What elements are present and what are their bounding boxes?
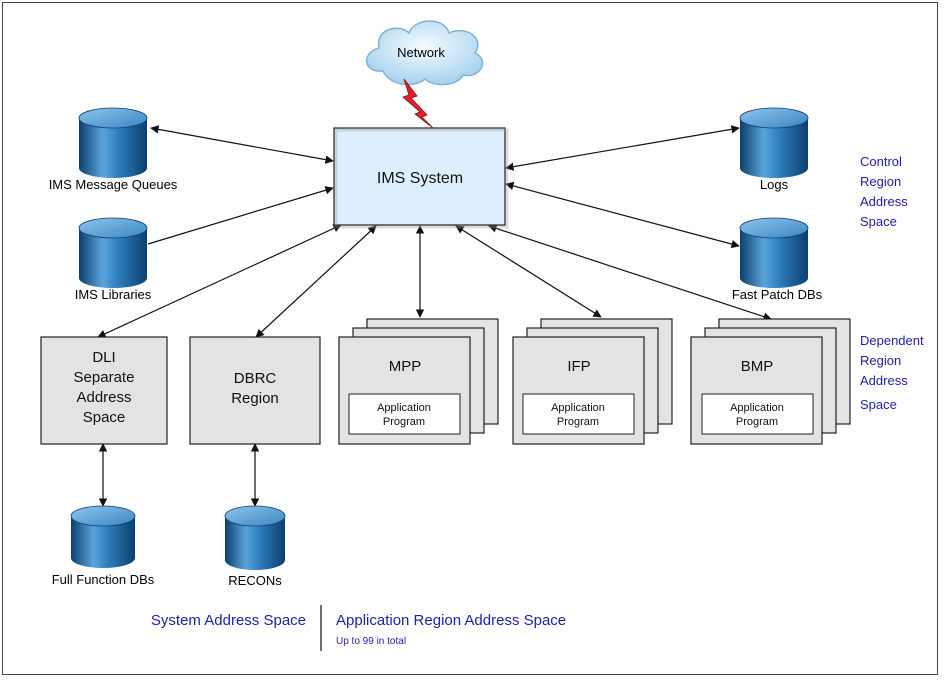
mpp-app-label-1: Application: [377, 402, 431, 414]
bmp-app-label-2: Program: [736, 416, 778, 428]
dli-label-line-3: Address: [76, 389, 131, 406]
libraries-label: IMS Libraries: [75, 287, 152, 302]
control-label-2: Region: [860, 174, 901, 189]
bmp-app-label-1: Application: [730, 402, 784, 414]
mpp-region-stack: MPP Application Program: [338, 318, 499, 445]
network-cloud: Network: [366, 20, 484, 86]
control-label-3: Address: [860, 194, 908, 209]
full-function-label: Full Function DBs: [52, 572, 155, 587]
ims-system-box: IMS System: [333, 127, 509, 229]
arrow-bmp: [488, 224, 772, 321]
bmp-label: BMP: [741, 358, 774, 375]
dli-label-line-4: Space: [83, 409, 126, 426]
dependent-region-label: Dependent Region Address Space: [860, 333, 924, 412]
ifp-app-label-1: Application: [551, 402, 605, 414]
message-queues-label: IMS Message Queues: [49, 177, 178, 192]
message-queues-cylinder-icon: [78, 107, 148, 178]
ifp-app-label-2: Program: [557, 416, 599, 428]
dbrc-region-box: DBRC Region: [189, 336, 321, 445]
control-region-label: Control Region Address Space: [860, 154, 908, 229]
dbrc-label-line-1: DBRC: [234, 370, 277, 387]
bmp-region-stack: BMP Application Program: [690, 318, 851, 445]
dependent-label-4: Space: [860, 397, 897, 412]
system-address-space-label: System Address Space: [151, 612, 306, 629]
ims-architecture-diagram: Network IMS System IMS Message Queues IM…: [40, 20, 924, 651]
full-function-cylinder-icon: [70, 505, 136, 568]
dli-label-line-2: Separate: [74, 369, 135, 386]
application-address-space-label: Application Region Address Space: [336, 612, 566, 629]
footer-legend: System Address Space Application Region …: [151, 605, 566, 651]
fast-path-label: Fast Patch DBs: [732, 287, 823, 302]
ifp-label: IFP: [567, 358, 590, 375]
dli-label-line-1: DLI: [92, 349, 115, 366]
dependent-label-3: Address: [860, 373, 908, 388]
logs-label: Logs: [760, 177, 789, 192]
fast-path-cylinder-icon: [739, 217, 809, 288]
dli-region-box: DLI Separate Address Space: [40, 336, 168, 445]
arrow-fast-path: [505, 181, 740, 249]
arrow-libraries: [147, 186, 334, 245]
dependent-label-1: Dependent: [860, 333, 924, 348]
application-note: Up to 99 in total: [336, 636, 406, 647]
recons-cylinder-icon: [224, 505, 286, 570]
network-label: Network: [397, 45, 445, 60]
lightning-bolt-icon: [402, 78, 434, 129]
logs-cylinder-icon: [739, 107, 809, 178]
arrow-dbrc: [255, 225, 377, 338]
arrow-message-queues: [150, 125, 334, 164]
mpp-label: MPP: [389, 358, 422, 375]
libraries-cylinder-icon: [78, 217, 148, 288]
connection-arrows: [97, 125, 772, 507]
ims-system-label: IMS System: [377, 170, 463, 187]
dbrc-label-line-2: Region: [231, 390, 279, 407]
recons-label: RECONs: [228, 573, 282, 588]
ifp-region-stack: IFP Application Program: [512, 318, 673, 445]
mpp-app-label-2: Program: [383, 416, 425, 428]
arrow-logs: [505, 125, 740, 171]
control-label-1: Control: [860, 154, 902, 169]
dependent-label-2: Region: [860, 353, 901, 368]
diagram-frame: Network IMS System IMS Message Queues IM…: [2, 2, 938, 675]
control-label-4: Space: [860, 214, 897, 229]
